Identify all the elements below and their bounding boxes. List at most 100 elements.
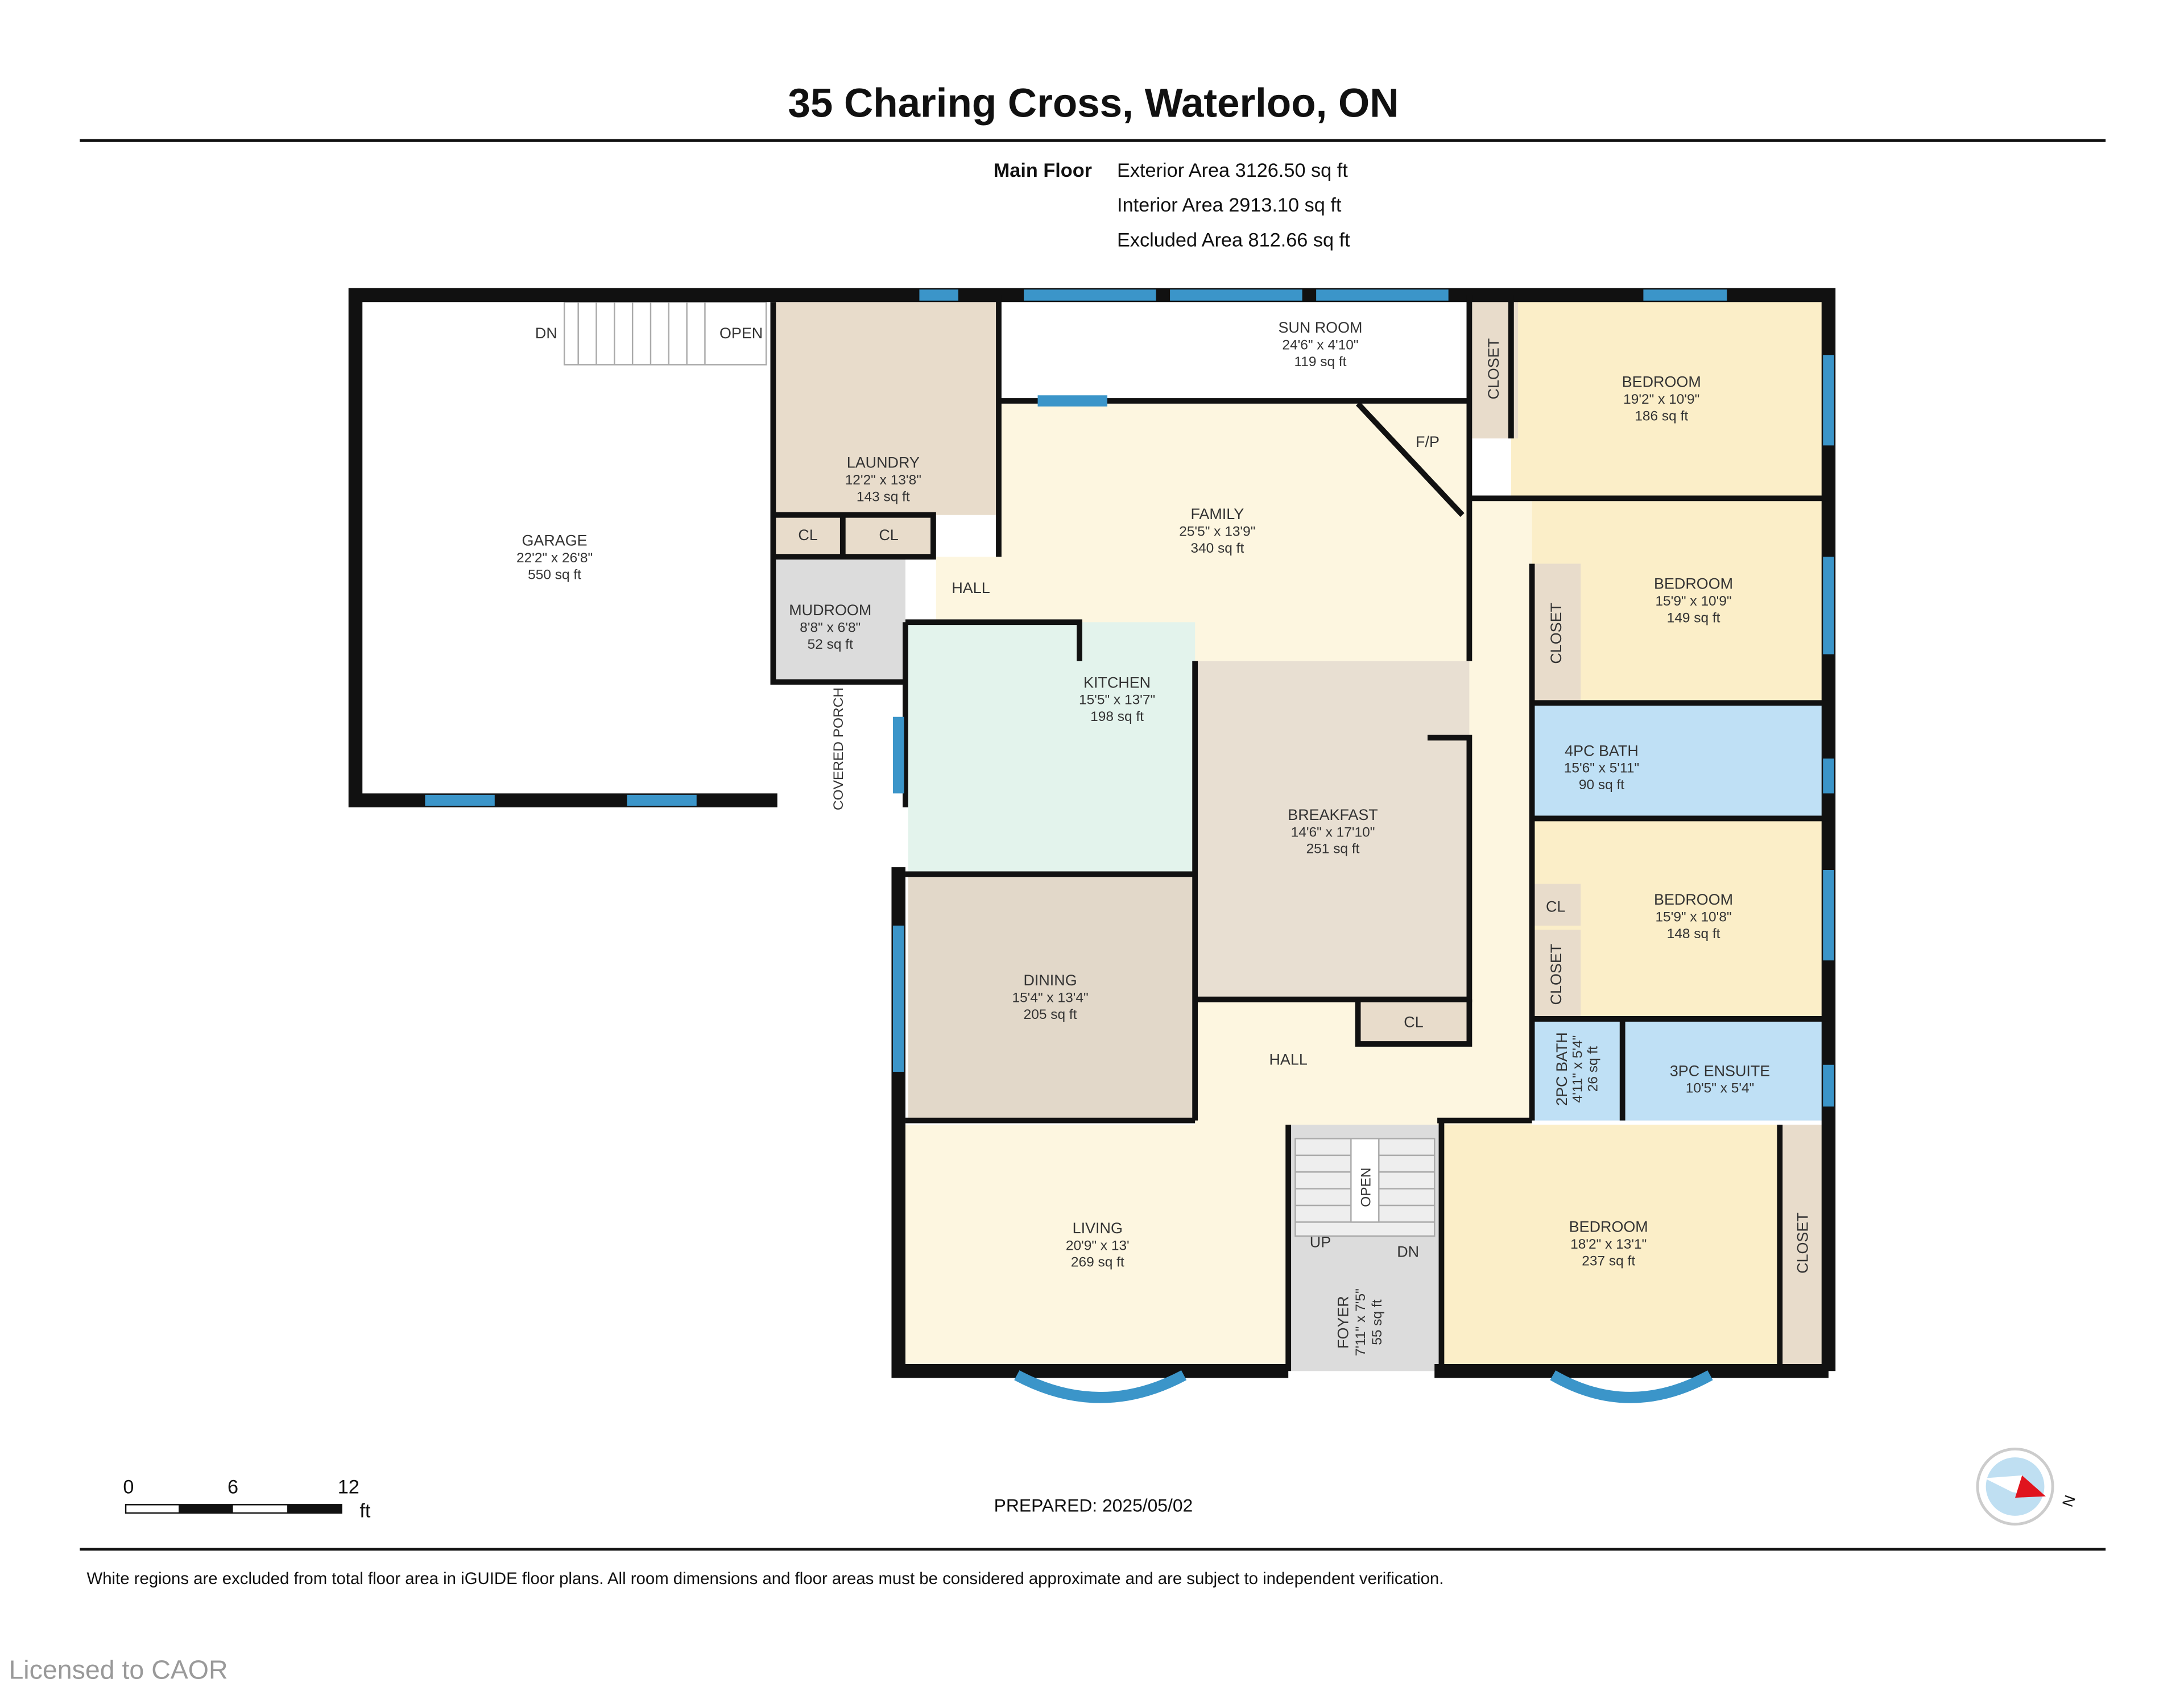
svg-text:LIVING: LIVING — [1073, 1220, 1123, 1237]
svg-text:52 sq ft: 52 sq ft — [808, 637, 853, 652]
svg-text:FOYER: FOYER — [1334, 1296, 1351, 1349]
svg-text:4'11" x 5'4": 4'11" x 5'4" — [1570, 1035, 1586, 1103]
svg-text:340 sq ft: 340 sq ft — [1190, 541, 1244, 556]
svg-text:14'6" x 17'10": 14'6" x 17'10" — [1291, 824, 1375, 840]
svg-text:BEDROOM: BEDROOM — [1654, 891, 1733, 908]
interior-area: Interior Area 2913.10 sq ft — [1117, 194, 1342, 216]
bath-fill — [1532, 703, 1829, 819]
svg-text:SUN ROOM: SUN ROOM — [1278, 319, 1362, 336]
disclaimer: White regions are excluded from total fl… — [87, 1569, 1444, 1588]
dining-fill — [908, 874, 1196, 1121]
svg-text:550 sq ft: 550 sq ft — [528, 567, 581, 582]
svg-text:BREAKFAST: BREAKFAST — [1288, 806, 1378, 823]
svg-text:BEDROOM: BEDROOM — [1654, 575, 1733, 592]
room-bedroom-3: BEDROOM 15'9" x 10'8"148 sq ft — [1654, 891, 1733, 942]
svg-text:FAMILY: FAMILY — [1190, 505, 1244, 523]
fireplace-label: F/P — [1416, 433, 1440, 450]
stairs-down-label: DN — [1397, 1244, 1419, 1261]
laundry-fill — [773, 302, 999, 515]
closet-fill — [1780, 1125, 1826, 1371]
room-3pc-ensuite: 3PC ENSUITE 10'5" x 5'4" — [1670, 1062, 1770, 1096]
svg-text:269 sq ft: 269 sq ft — [1071, 1255, 1124, 1270]
stairs-up-label: UP — [1310, 1233, 1331, 1250]
svg-text:12'2" x 13'8": 12'2" x 13'8" — [845, 472, 921, 488]
svg-text:MUDROOM: MUDROOM — [789, 602, 871, 619]
scale-bar: 0 6 12 ft — [123, 1477, 370, 1522]
svg-text:19'2" x 10'9": 19'2" x 10'9" — [1623, 392, 1699, 407]
bedroom-fill — [1532, 818, 1829, 1017]
svg-text:237 sq ft: 237 sq ft — [1582, 1253, 1635, 1269]
compass-north-label: N — [2059, 1493, 2079, 1510]
garage-fill — [355, 295, 774, 803]
stairs-open-label: OPEN — [1359, 1167, 1374, 1207]
prepared-date: PREPARED: 2025/05/02 — [994, 1495, 1193, 1516]
svg-text:15'9" x 10'8": 15'9" x 10'8" — [1655, 910, 1731, 925]
svg-text:3PC ENSUITE: 3PC ENSUITE — [1670, 1062, 1770, 1079]
mudroom-fill — [773, 557, 905, 682]
compass-icon: N — [1976, 1447, 2079, 1526]
stairs — [563, 301, 1436, 1237]
svg-text:15'6" x 5'11": 15'6" x 5'11" — [1564, 761, 1639, 776]
svg-text:10'5" x 5'4": 10'5" x 5'4" — [1686, 1081, 1755, 1096]
svg-text:15'9" x 10'9": 15'9" x 10'9" — [1655, 594, 1731, 609]
watermark: Licensed to CAOR — [9, 1655, 228, 1684]
svg-text:186 sq ft: 186 sq ft — [1635, 408, 1688, 424]
svg-text:18'2" x 13'1": 18'2" x 13'1" — [1570, 1237, 1647, 1252]
bedroom-fill — [1441, 1125, 1780, 1371]
excluded-area: Excluded Area 812.66 sq ft — [1117, 229, 1350, 251]
bedroom-fill — [1511, 295, 1829, 499]
svg-text:LAUNDRY: LAUNDRY — [847, 454, 920, 471]
scale-tick: 6 — [228, 1477, 238, 1498]
svg-text:KITCHEN: KITCHEN — [1083, 674, 1151, 691]
scale-unit: ft — [359, 1500, 371, 1522]
kitchen-fill — [908, 622, 1196, 874]
svg-text:24'6" x 4'10": 24'6" x 4'10" — [1282, 337, 1358, 353]
svg-text:15'4" x 13'4": 15'4" x 13'4" — [1012, 990, 1088, 1006]
closet-label: CLOSET — [1485, 338, 1502, 400]
covered-porch-label: COVERED PORCH — [831, 687, 846, 810]
bedroom-fill — [1532, 501, 1829, 703]
svg-text:55 sq ft: 55 sq ft — [1370, 1299, 1385, 1345]
svg-text:205 sq ft: 205 sq ft — [1024, 1007, 1077, 1022]
scale-tick: 0 — [123, 1477, 134, 1498]
closet-label: CLOSET — [1548, 603, 1565, 664]
room-fills — [355, 295, 1829, 1371]
svg-text:198 sq ft: 198 sq ft — [1090, 709, 1144, 724]
svg-text:DINING: DINING — [1023, 972, 1077, 989]
closet-fill — [1532, 563, 1581, 703]
svg-text:15'5" x 13'7": 15'5" x 13'7" — [1079, 693, 1155, 708]
living-fill — [898, 1125, 1289, 1371]
svg-text:8'8" x 6'8": 8'8" x 6'8" — [800, 620, 861, 635]
svg-text:25'5" x 13'9": 25'5" x 13'9" — [1179, 524, 1255, 539]
exterior-area: Exterior Area 3126.50 sq ft — [1117, 160, 1348, 181]
closet-label: CLOSET — [1794, 1212, 1811, 1274]
svg-text:143 sq ft: 143 sq ft — [857, 489, 910, 504]
svg-text:149 sq ft: 149 sq ft — [1667, 610, 1720, 625]
svg-text:BEDROOM: BEDROOM — [1622, 374, 1701, 391]
hall-label: HALL — [952, 579, 990, 596]
closet-label: CL — [1546, 898, 1565, 915]
closet-label: CL — [879, 527, 898, 544]
room-bedroom-2: BEDROOM 15'9" x 10'9"149 sq ft — [1654, 575, 1733, 626]
svg-text:4PC BATH: 4PC BATH — [1565, 742, 1639, 759]
svg-text:251 sq ft: 251 sq ft — [1306, 842, 1360, 857]
svg-text:2PC BATH: 2PC BATH — [1553, 1032, 1570, 1106]
closet-label: CL — [798, 527, 817, 544]
stairs-down-label: DN — [535, 325, 557, 342]
svg-text:148 sq ft: 148 sq ft — [1667, 926, 1720, 942]
hall-label: HALL — [1269, 1051, 1308, 1068]
svg-text:BEDROOM: BEDROOM — [1569, 1218, 1648, 1235]
closet-label: CLOSET — [1548, 944, 1565, 1005]
